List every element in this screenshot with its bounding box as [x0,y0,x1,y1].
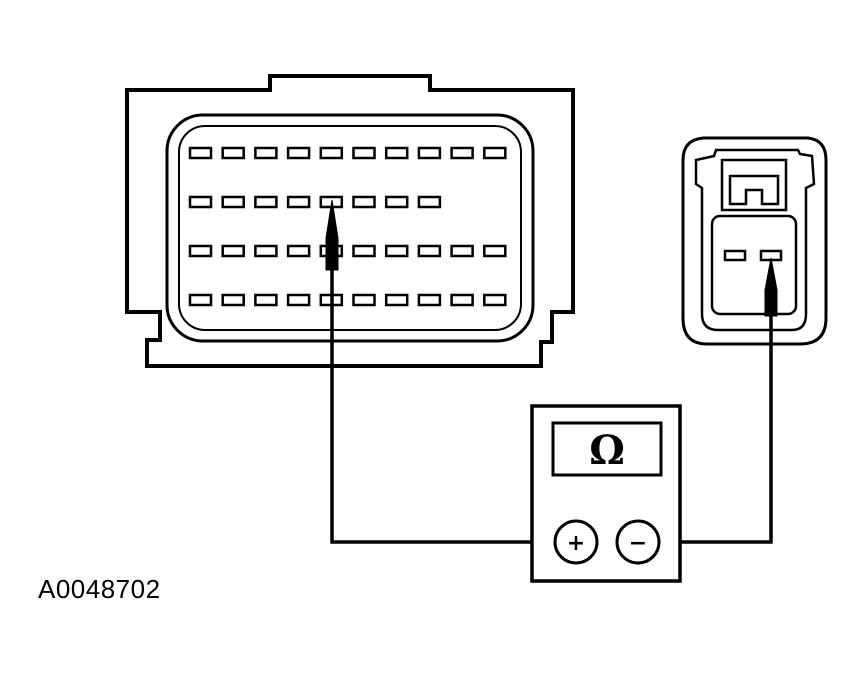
negative-probe-tip [764,257,778,317]
main-connector-pin [450,293,474,307]
main-connector-pin [483,293,507,307]
main-connector-pin [286,244,311,258]
main-connector-outer-shroud [165,113,535,343]
main-connector-pin [384,244,409,258]
main-connector-pin [417,146,442,160]
sensor-connector-latch-tab [728,174,780,206]
ohm-symbol: Ω [589,427,625,474]
main-connector-pin [483,146,507,160]
main-connector-pin [221,293,245,307]
main-connector-pin [221,195,245,209]
main-connector-pin [352,146,376,160]
main-connector-pin [450,244,474,258]
main-connector-pin [254,244,278,258]
figure-id: A0048702 [38,574,161,604]
negative-test-lead [660,316,773,544]
sensor-connector [681,136,828,346]
main-connector-pin [286,195,311,209]
sensor-connector-latch-outer [720,158,788,212]
main-connector-housing [125,74,575,368]
main-connector-pin [286,146,311,160]
sensor-connector-housing [681,136,828,346]
positive-terminal-symbol: + [567,531,585,556]
main-connector-pin [188,195,213,209]
main-connector-pin [254,293,278,307]
ohmmeter: Ω + − [530,404,682,583]
main-connector-pin [254,146,278,160]
main-connector-pin [352,293,376,307]
sensor-connector-pin-block [710,214,798,316]
main-connector-pin [188,244,213,258]
negative-terminal-symbol: − [629,531,647,556]
negative-terminal [615,519,661,565]
main-connector-pin [384,293,409,307]
main-connector-inner-shroud [178,125,522,331]
positive-test-lead [330,270,554,544]
main-connector-pin [384,195,409,209]
main-connector-pin [286,293,311,307]
main-connector-pin [483,244,507,258]
main-connector-pin [319,146,344,160]
main-connector-pin [221,146,245,160]
positive-probe-tip [325,199,339,271]
positive-terminal [553,519,599,565]
main-connector [125,74,575,368]
main-connector-pin [417,244,442,258]
main-connector-pin [417,293,442,307]
ohmmeter-display [551,421,663,477]
sensor-connector-pin [723,249,747,262]
main-connector-pins [188,146,507,307]
test-leads [325,199,778,544]
main-connector-pin [221,244,245,258]
main-connector-pin [450,146,474,160]
main-connector-pin [254,195,278,209]
main-connector-pin [384,146,409,160]
main-connector-pin [188,293,213,307]
main-connector-pin [417,195,442,209]
sensor-connector-inner [694,148,816,332]
main-connector-pin [352,195,376,209]
main-connector-pin [352,244,376,258]
main-connector-pin [188,146,213,160]
